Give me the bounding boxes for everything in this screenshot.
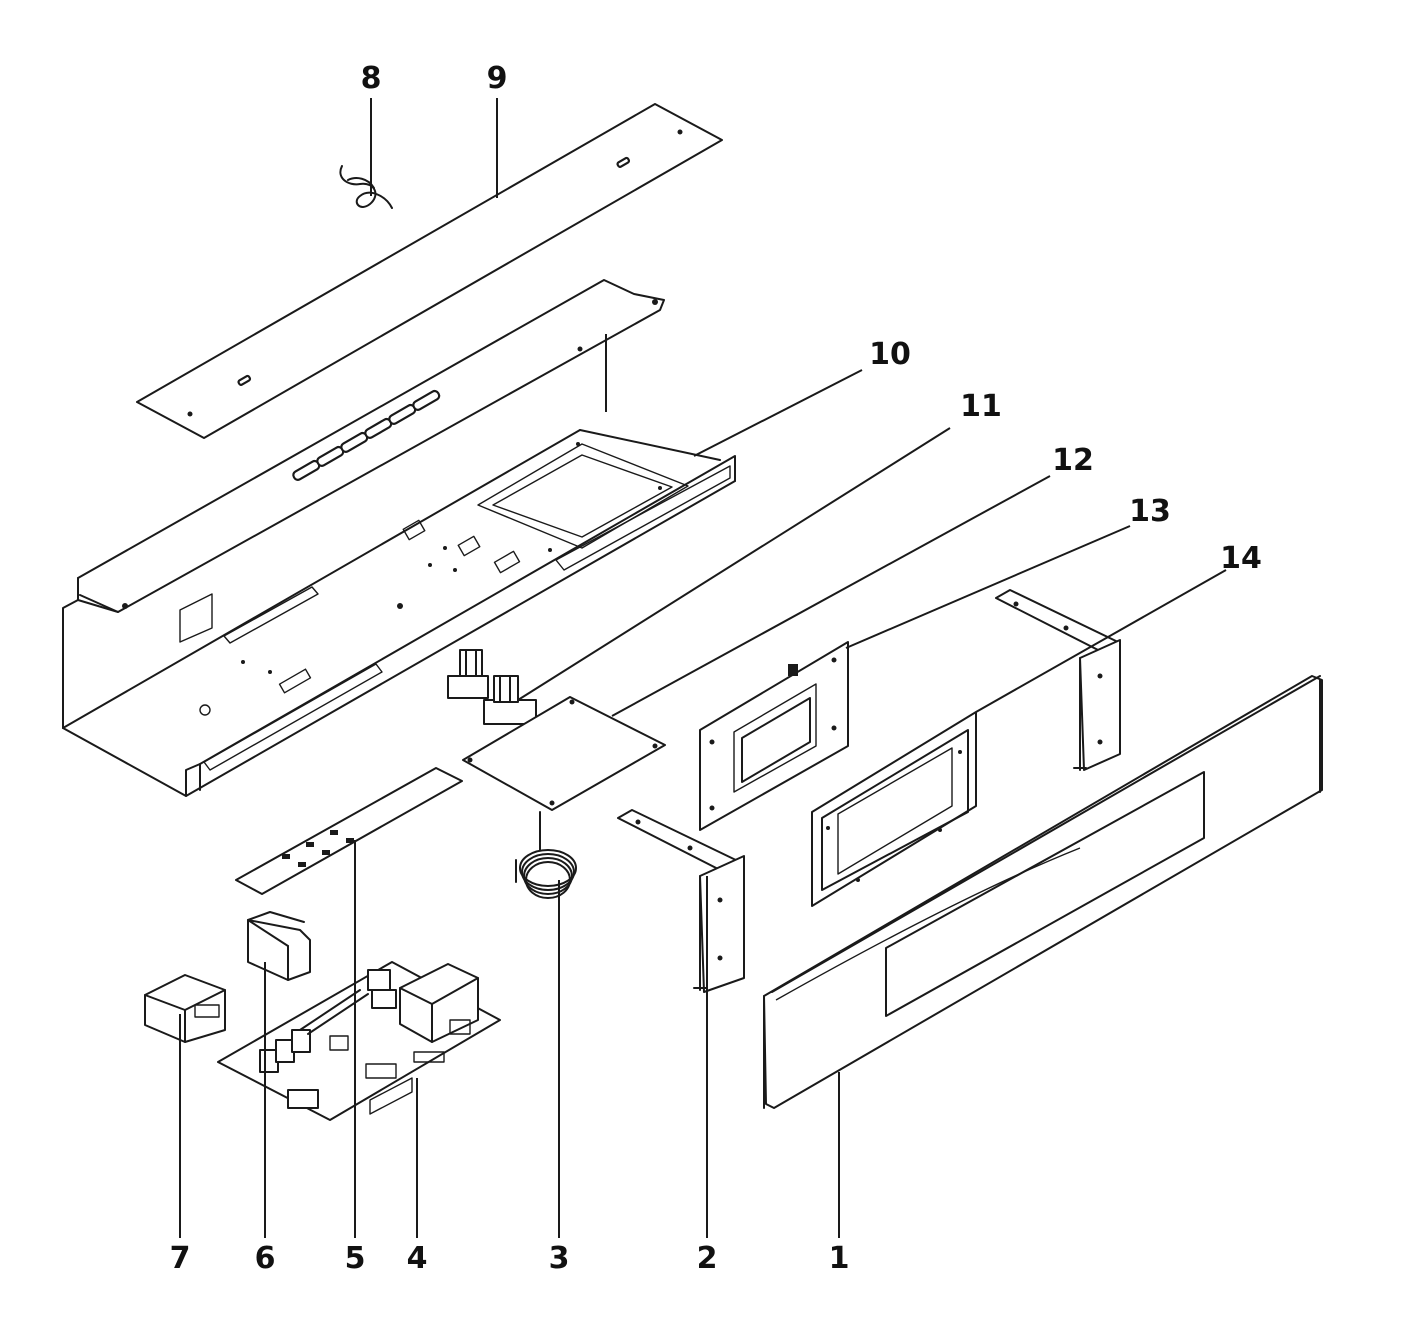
part-4-circuit-board <box>217 961 501 1121</box>
callout-10: 10 <box>869 337 911 372</box>
callout-7: 7 <box>170 1241 191 1276</box>
callout-14: 14 <box>1220 541 1262 576</box>
part-1-front-panel <box>763 675 1323 1109</box>
callout-1: 1 <box>829 1241 850 1276</box>
part-5-strip <box>235 767 463 895</box>
part-10-housing <box>62 279 736 797</box>
part-7-switch <box>144 974 226 1043</box>
callout-3: 3 <box>549 1241 570 1276</box>
part-2-bracket <box>617 809 745 993</box>
part-13-display-frame <box>699 641 849 831</box>
callout-11: 11 <box>960 389 1002 424</box>
part-11-connectors <box>447 649 537 725</box>
part-6-component <box>247 911 311 981</box>
callout-13: 13 <box>1129 494 1171 529</box>
part-8-wire-clip <box>339 165 393 209</box>
callout-9: 9 <box>487 61 508 96</box>
callout-5: 5 <box>345 1241 366 1276</box>
part-9-top-cover <box>136 103 723 439</box>
leader-lines <box>179 98 1227 1238</box>
callout-4: 4 <box>407 1241 428 1276</box>
callout-12: 12 <box>1052 443 1094 478</box>
callout-labels: 8 9 10 11 12 13 14 1 2 3 4 5 6 7 <box>170 61 1262 1276</box>
part-12-sensor-plate <box>462 696 666 811</box>
part-3-coiled-sensor <box>515 811 577 899</box>
callout-2: 2 <box>697 1241 718 1276</box>
part-14-bracket <box>995 589 1121 771</box>
callout-8: 8 <box>361 61 382 96</box>
part-gasket-frame <box>811 711 977 907</box>
callout-6: 6 <box>255 1241 276 1276</box>
